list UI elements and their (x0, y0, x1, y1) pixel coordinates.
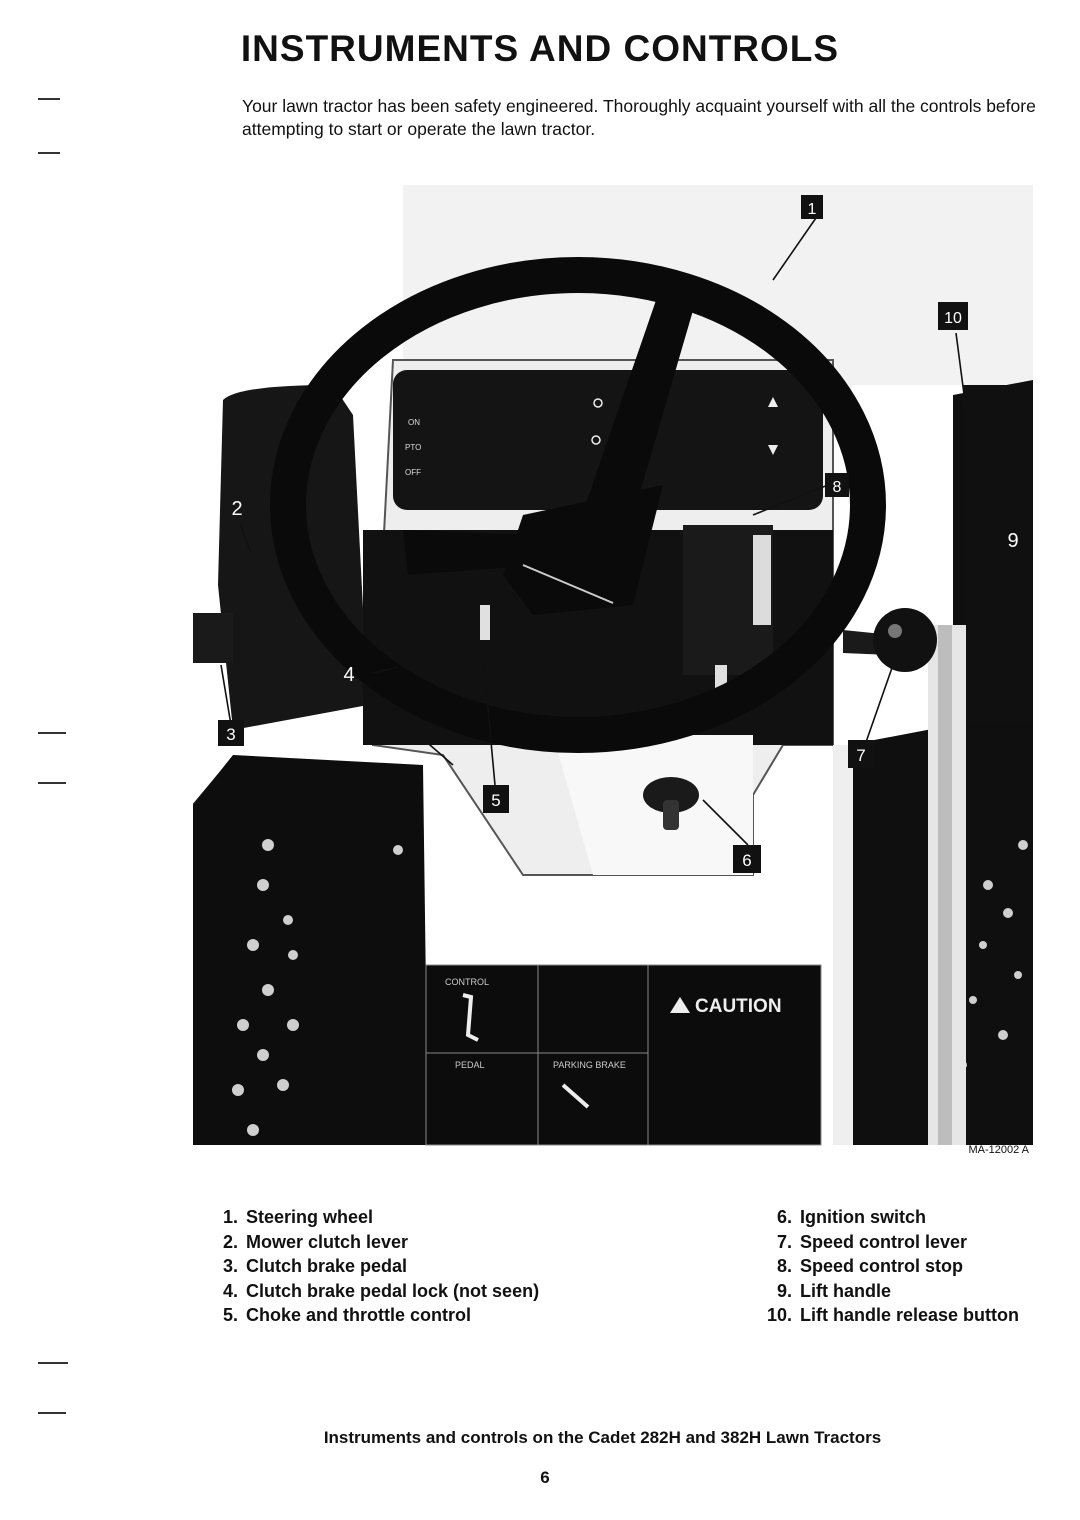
ignition-switch (643, 777, 699, 813)
callout-5: 5 (483, 785, 509, 813)
dash-label-pto: PTO (405, 443, 421, 452)
callout-6: 6 (733, 845, 761, 873)
page-number: 6 (540, 1468, 550, 1487)
svg-text:7: 7 (856, 746, 865, 765)
page-title: INSTRUMENTS AND CONTROLS (240, 28, 840, 69)
legend-item: 10.Lift handle release button (766, 1305, 1020, 1325)
margin-mark (38, 1362, 68, 1364)
decal-label-pedal: PEDAL (455, 1060, 485, 1070)
margin-mark (38, 1412, 66, 1414)
svg-text:5: 5 (491, 791, 500, 810)
callout-1: 1 (801, 195, 823, 219)
decal-label-parking-brake: PARKING BRAKE (553, 1060, 626, 1070)
figure-caption: Instruments and controls on the Cadet 28… (323, 1428, 882, 1447)
callout-2: 2 (231, 498, 242, 520)
dash-label-off: OFF (405, 468, 421, 477)
callout-3: 3 (218, 720, 244, 746)
figure-ref-code: MA-12002 A (968, 1144, 1029, 1156)
svg-text:10: 10 (944, 310, 962, 327)
margin-mark (38, 782, 66, 784)
legend-item: 3.Clutch brake pedal (222, 1256, 408, 1276)
legend-item: 5.Choke and throttle control (222, 1305, 471, 1325)
svg-text:3: 3 (226, 725, 235, 744)
tractor-controls-photo: ON PTO OFF CONTROL PEDAL PARKI (193, 185, 1033, 1160)
callout-7: 7 (848, 740, 874, 768)
decal-panel (425, 964, 822, 1146)
decal-label-control: CONTROL (445, 977, 489, 987)
margin-mark (38, 732, 66, 734)
svg-text:2: 2 (231, 498, 242, 520)
legend-item: 6.Ignition switch (776, 1207, 926, 1227)
callout-9: 9 (1007, 530, 1018, 552)
legend-item: 4.Clutch brake pedal lock (not seen) (222, 1280, 540, 1301)
svg-text:1: 1 (808, 201, 817, 218)
left-footrest (193, 755, 428, 1145)
decal-caution: CAUTION (695, 996, 782, 1017)
legend-item: 9.Lift handle (776, 1280, 891, 1301)
svg-text:8: 8 (833, 479, 842, 496)
legend-left: 1.Steering wheel 2.Mower clutch lever 3.… (212, 1205, 539, 1328)
speed-control-knob (873, 608, 937, 672)
legend-right: 6.Ignition switch 7.Speed control lever … (752, 1205, 1019, 1328)
svg-text:9: 9 (1007, 530, 1018, 552)
legend-item: 7.Speed control lever (776, 1231, 968, 1252)
margin-mark (38, 152, 60, 154)
svg-text:6: 6 (742, 851, 751, 870)
legend-item: 1.Steering wheel (222, 1207, 374, 1227)
photo-illustration: ON PTO OFF CONTROL PEDAL PARKI (193, 185, 1033, 1160)
callout-10: 10 (938, 302, 968, 330)
intro-paragraph: Your lawn tractor has been safety engine… (242, 96, 1036, 139)
dash-label-on: ON (408, 418, 420, 427)
svg-text:4: 4 (343, 664, 354, 686)
margin-mark (38, 98, 60, 100)
choke-throttle-knob (480, 605, 490, 640)
legend-item: 2.Mower clutch lever (222, 1231, 409, 1252)
steering-wheel (270, 257, 886, 753)
callout-4: 4 (343, 664, 354, 686)
callout-8: 8 (825, 473, 849, 497)
legend-item: 8.Speed control stop (776, 1256, 964, 1276)
